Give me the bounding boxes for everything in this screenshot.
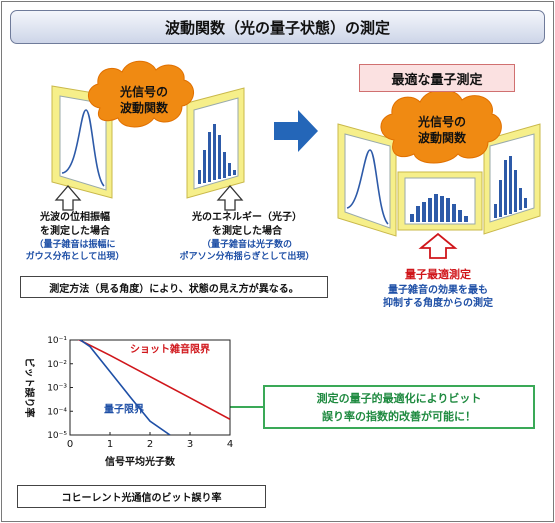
y-tick-label: 10⁻² [47, 360, 67, 370]
phase-caption-line1: 光波の位相振幅 [40, 212, 110, 223]
improvement-line2: 誤り率の指数的改善が可能に！ [322, 410, 476, 423]
right-arrow-icon [274, 110, 318, 152]
cloud-right-label: 光信号の 波動関数 [404, 114, 480, 146]
chart-caption: コヒーレント光通信のビット誤り率 [17, 485, 266, 508]
optimal-center-panel [397, 171, 483, 231]
series-label-shot-noise: ショット雑音限界 [130, 342, 210, 355]
optimal-caption-title: 量子最適測定 [405, 268, 471, 281]
x-tick-label: 3 [187, 439, 193, 450]
cloud-right-shape [380, 89, 502, 164]
x-tick-label: 4 [227, 439, 233, 450]
y-tick-label: 10⁻¹ [47, 336, 67, 346]
y-tick-label: 10⁻³ [47, 384, 67, 394]
photon-caption-line2: を測定した場合 [212, 226, 282, 237]
series-label-quantum-limit: 量子限界 [104, 402, 144, 415]
cloud-right-line2: 波動関数 [417, 131, 466, 145]
optimal-measurement-label: 最適な量子測定 [359, 64, 515, 92]
optimal-left-panel [337, 123, 397, 237]
x-tick-label: 0 [67, 439, 73, 450]
x-tick-label: 1 [107, 439, 113, 450]
phase-note-line1: （量子雑音は振幅に [34, 240, 116, 250]
bit-error-rate-chart: 0 1 2 3 4 10⁻¹ 10⁻² 10⁻³ 10⁻⁴ 10⁻⁵ 信号平均光子数 ビット誤り率 ショ… [23, 336, 233, 468]
measurement-method-note: 測定方法（見る角度）により、状態の見え方が異なる。 [20, 276, 328, 298]
gaussian-panel [51, 85, 113, 199]
y-tick-label: 10⁻⁴ [47, 407, 67, 417]
optimal-caption: 量子最適測定 量子雑音の効果を最も 抑制する角度からの測定 [360, 266, 516, 310]
cloud-left-line2: 波動関数 [119, 101, 168, 115]
up-arrow-icon [418, 232, 458, 259]
poisson-panel [186, 87, 245, 199]
improvement-line1: 測定の量子的最適化によりビット [316, 392, 482, 405]
cloud-left-shape [88, 60, 194, 128]
phase-amplitude-caption: 光波の位相振幅 を測定した場合 （量子雑音は振幅に ガウス分布として出現） [20, 211, 130, 263]
photon-note-line2: ポアソン分布揺らぎとして出現） [179, 252, 315, 262]
cloud-left-label: 光信号の 波動関数 [108, 84, 180, 116]
photon-caption-line1: 光のエネルギー（光子） [192, 212, 302, 223]
y-tick-label: 10⁻⁵ [47, 431, 67, 441]
x-tick-label: 2 [147, 439, 153, 450]
improvement-note: 測定の量子的最適化によりビット 誤り率の指数的改善が可能に！ [263, 385, 535, 429]
optimal-right-panel [483, 123, 541, 235]
phase-caption-line2: を測定した場合 [40, 226, 110, 237]
page-title: 波動関数（光の量子状態）の測定 [10, 10, 545, 44]
cloud-right-line1: 光信号の [417, 115, 466, 129]
photon-caption: 光のエネルギー（光子） を測定した場合 （量子雑音は光子数の ポアソン分布揺らぎ… [162, 211, 332, 263]
optimal-caption-line2: 抑制する角度からの測定 [383, 298, 493, 309]
y-axis-label: ビット誤り率 [23, 358, 36, 418]
photon-note-line1: （量子雑音は光子数の [201, 240, 292, 250]
optimal-caption-line1: 量子雑音の効果を最も [388, 285, 488, 296]
x-axis-label: 信号平均光子数 [105, 455, 176, 468]
up-arrow-icon [216, 185, 244, 211]
phase-note-line2: ガウス分布として出現） [25, 252, 125, 262]
cloud-left-line1: 光信号の [119, 85, 168, 99]
series-line-1 [78, 340, 171, 435]
up-arrow-icon [54, 185, 82, 211]
